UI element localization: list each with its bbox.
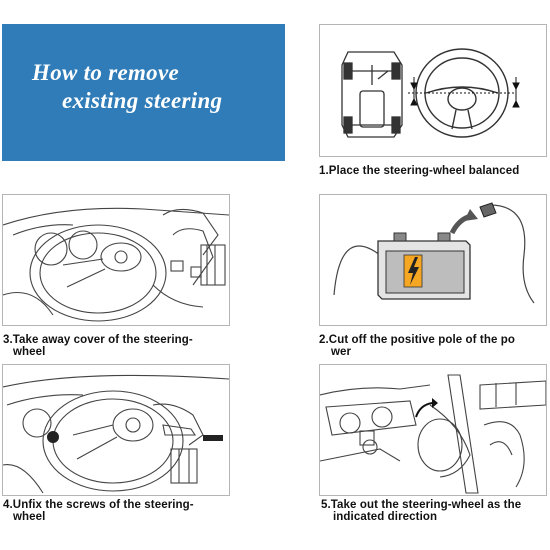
remove-wheel-drawing (320, 374, 546, 494)
banner-title-line1: How to remove (32, 60, 179, 85)
title-banner: How to remove existing steering (2, 24, 285, 161)
step3-caption-line2: wheel (13, 346, 46, 358)
step1-illustration (319, 24, 547, 157)
step1-caption: 1.Place the steering-wheel balanced (319, 165, 520, 177)
car-and-wheel-diagram (341, 48, 520, 138)
step4-caption-line2: wheel (13, 511, 46, 523)
step2-caption-line2: wer (331, 346, 352, 358)
cable-right-icon (489, 204, 535, 304)
step5-caption-line1: 5.Take out the steering-wheel as the (321, 499, 522, 511)
banner-title-line2: existing steering (62, 88, 223, 113)
car-battery-icon (377, 232, 471, 300)
step4-illustration (2, 364, 230, 496)
screw-icon (47, 431, 59, 443)
step2-illustration (319, 194, 547, 326)
cable-left-icon (333, 245, 381, 296)
step3-caption-line1: 3.Take away cover of the steering- (3, 334, 193, 346)
step5-illustration (319, 364, 547, 496)
lightning-bolt-icon (408, 257, 419, 285)
balance-arrows-icon (408, 77, 520, 108)
battery-terminal-clip-icon (479, 202, 497, 218)
step2-caption-line1: 2.Cut off the positive pole of the po (319, 334, 515, 346)
battery-drawing (333, 202, 535, 304)
direction-arrow-icon (415, 402, 433, 418)
step5-caption-line2: indicated direction (333, 511, 438, 523)
unscrew-wheel-drawing (3, 374, 229, 494)
step3-illustration (2, 194, 230, 326)
step4-caption-line1: 4.Unfix the screws of the steering- (3, 499, 194, 511)
dashboard-cover-drawing (3, 207, 229, 322)
car-top-view-icon (341, 51, 403, 138)
